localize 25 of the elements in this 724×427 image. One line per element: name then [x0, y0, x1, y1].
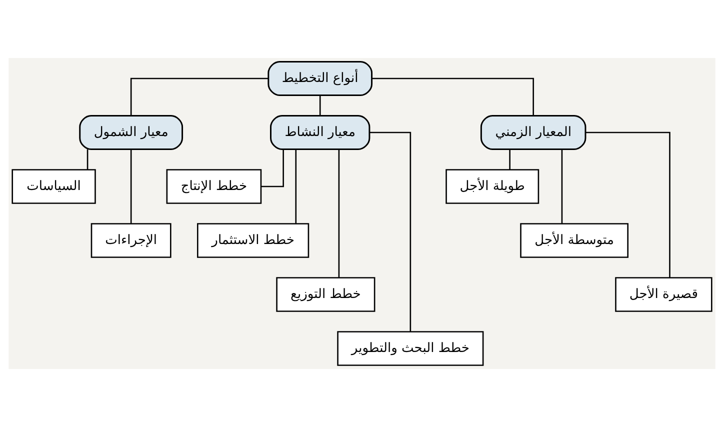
node-box: معيار الشمول — [79, 114, 184, 150]
connector — [295, 149, 297, 224]
connector — [86, 149, 88, 170]
node-box: قصيرة الأجل — [615, 277, 712, 312]
node-box: متوسطة الأجل — [520, 223, 628, 258]
connector — [130, 149, 132, 224]
node-box: الإجراءات — [90, 223, 172, 258]
connector — [509, 149, 510, 170]
connector — [586, 132, 670, 278]
node-box: أنواع التخطيط — [268, 60, 373, 96]
node-box: خطط الإنتاج — [166, 169, 262, 204]
connector — [130, 78, 268, 116]
connector — [369, 132, 412, 332]
node-box: معيار النشاط — [270, 114, 370, 150]
connector — [261, 149, 284, 188]
node-box: خطط البحث والتطوير — [337, 331, 484, 366]
node-box: المعيار الزمني — [480, 114, 586, 150]
node-box: طويلة الأجل — [446, 169, 540, 204]
connector — [338, 150, 340, 278]
node-box: السياسات — [12, 169, 96, 204]
node-box: خطط التوزيع — [276, 277, 376, 312]
node-box: خطط الاستثمار — [197, 223, 310, 258]
connector — [372, 78, 534, 116]
connector — [319, 95, 321, 116]
connector — [561, 149, 563, 224]
